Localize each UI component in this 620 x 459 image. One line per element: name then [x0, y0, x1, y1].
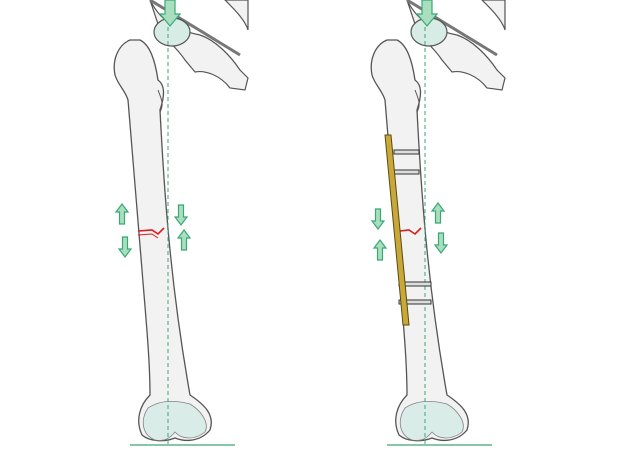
motion-arrow-icon — [118, 236, 132, 258]
fracture-line — [137, 227, 165, 236]
motion-arrow-icon — [371, 208, 385, 230]
motion-arrow-icon — [177, 229, 191, 251]
motion-arrow-icon — [431, 202, 445, 224]
femur-plated — [369, 0, 507, 447]
fracture-line — [399, 227, 422, 236]
motion-arrow-icon — [115, 203, 129, 225]
bone-plate-icon — [384, 134, 410, 326]
motion-arrow-icon — [434, 232, 448, 254]
screw-icon — [393, 149, 432, 305]
femur-unfixed — [112, 0, 250, 447]
motion-arrow-icon — [373, 239, 387, 261]
motion-arrow-icon — [174, 204, 188, 226]
